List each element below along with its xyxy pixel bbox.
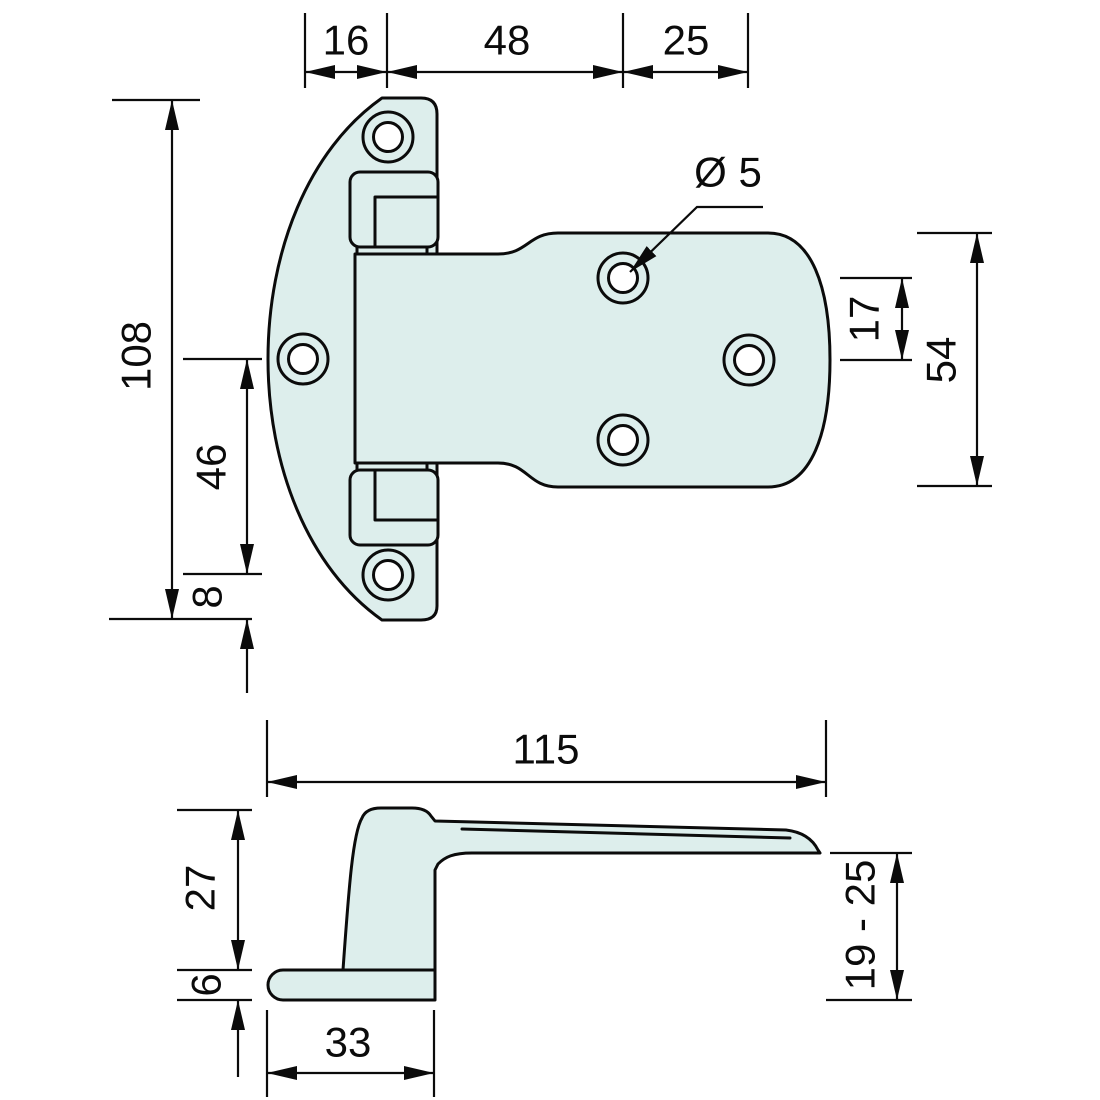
side-view: 115 27 6 33 19 - 25 — [177, 720, 912, 1097]
dim-label-hole-diameter: Ø 5 — [694, 149, 762, 196]
top-view: Ø 5 16 48 25 108 — [109, 13, 992, 693]
dim-label-33: 33 — [325, 1019, 372, 1066]
dim-label-8: 8 — [184, 585, 231, 608]
dim-label-46: 46 — [188, 444, 235, 491]
knuckle-bottom — [348, 468, 440, 547]
dim-27: 27 — [177, 808, 252, 972]
dim-25: 25 — [623, 13, 750, 88]
knuckle-bottom-joint-line — [355, 461, 429, 472]
screw-hole — [361, 110, 415, 164]
dim-label-27: 27 — [177, 865, 224, 912]
dim-label-115: 115 — [513, 726, 580, 773]
dim-17: 17 — [840, 276, 912, 362]
dim-115: 115 — [265, 720, 828, 797]
foot-plate — [266, 968, 437, 1002]
knuckle-top-joint-line — [355, 245, 429, 256]
dim-108: 108 — [109, 98, 252, 621]
dim-label-54: 54 — [918, 337, 965, 384]
knuckle-bottom-notch — [373, 469, 440, 522]
knuckle-top-notch — [373, 195, 440, 248]
screw-hole — [361, 548, 415, 602]
dim-33: 33 — [265, 1010, 436, 1097]
strap-plate — [353, 231, 832, 489]
dim-label-17: 17 — [841, 296, 888, 343]
dim-6: 6 — [177, 973, 252, 1077]
hinge-body-profile — [341, 806, 822, 972]
dim-19-25: 19 - 25 — [826, 851, 912, 1002]
screw-hole — [276, 332, 330, 386]
dim-8: 8 — [184, 585, 254, 693]
dim-46: 46 — [183, 357, 262, 576]
diameter-callout: Ø 5 — [629, 149, 763, 273]
dim-label-108: 108 — [113, 321, 160, 391]
knuckle-top — [348, 170, 440, 249]
leader-line — [629, 205, 763, 273]
dim-label-25: 25 — [663, 17, 710, 64]
screw-hole — [596, 413, 650, 467]
screw-hole — [722, 333, 776, 387]
dim-label-48: 48 — [484, 17, 531, 64]
dim-54: 54 — [917, 231, 992, 488]
dim-label-19-25: 19 - 25 — [837, 860, 884, 991]
dim-label-6: 6 — [183, 973, 230, 996]
dim-label-16: 16 — [323, 17, 370, 64]
dim-48: 48 — [387, 13, 625, 88]
arm-chamfer-line — [460, 827, 792, 840]
dim-16: 16 — [303, 13, 389, 88]
